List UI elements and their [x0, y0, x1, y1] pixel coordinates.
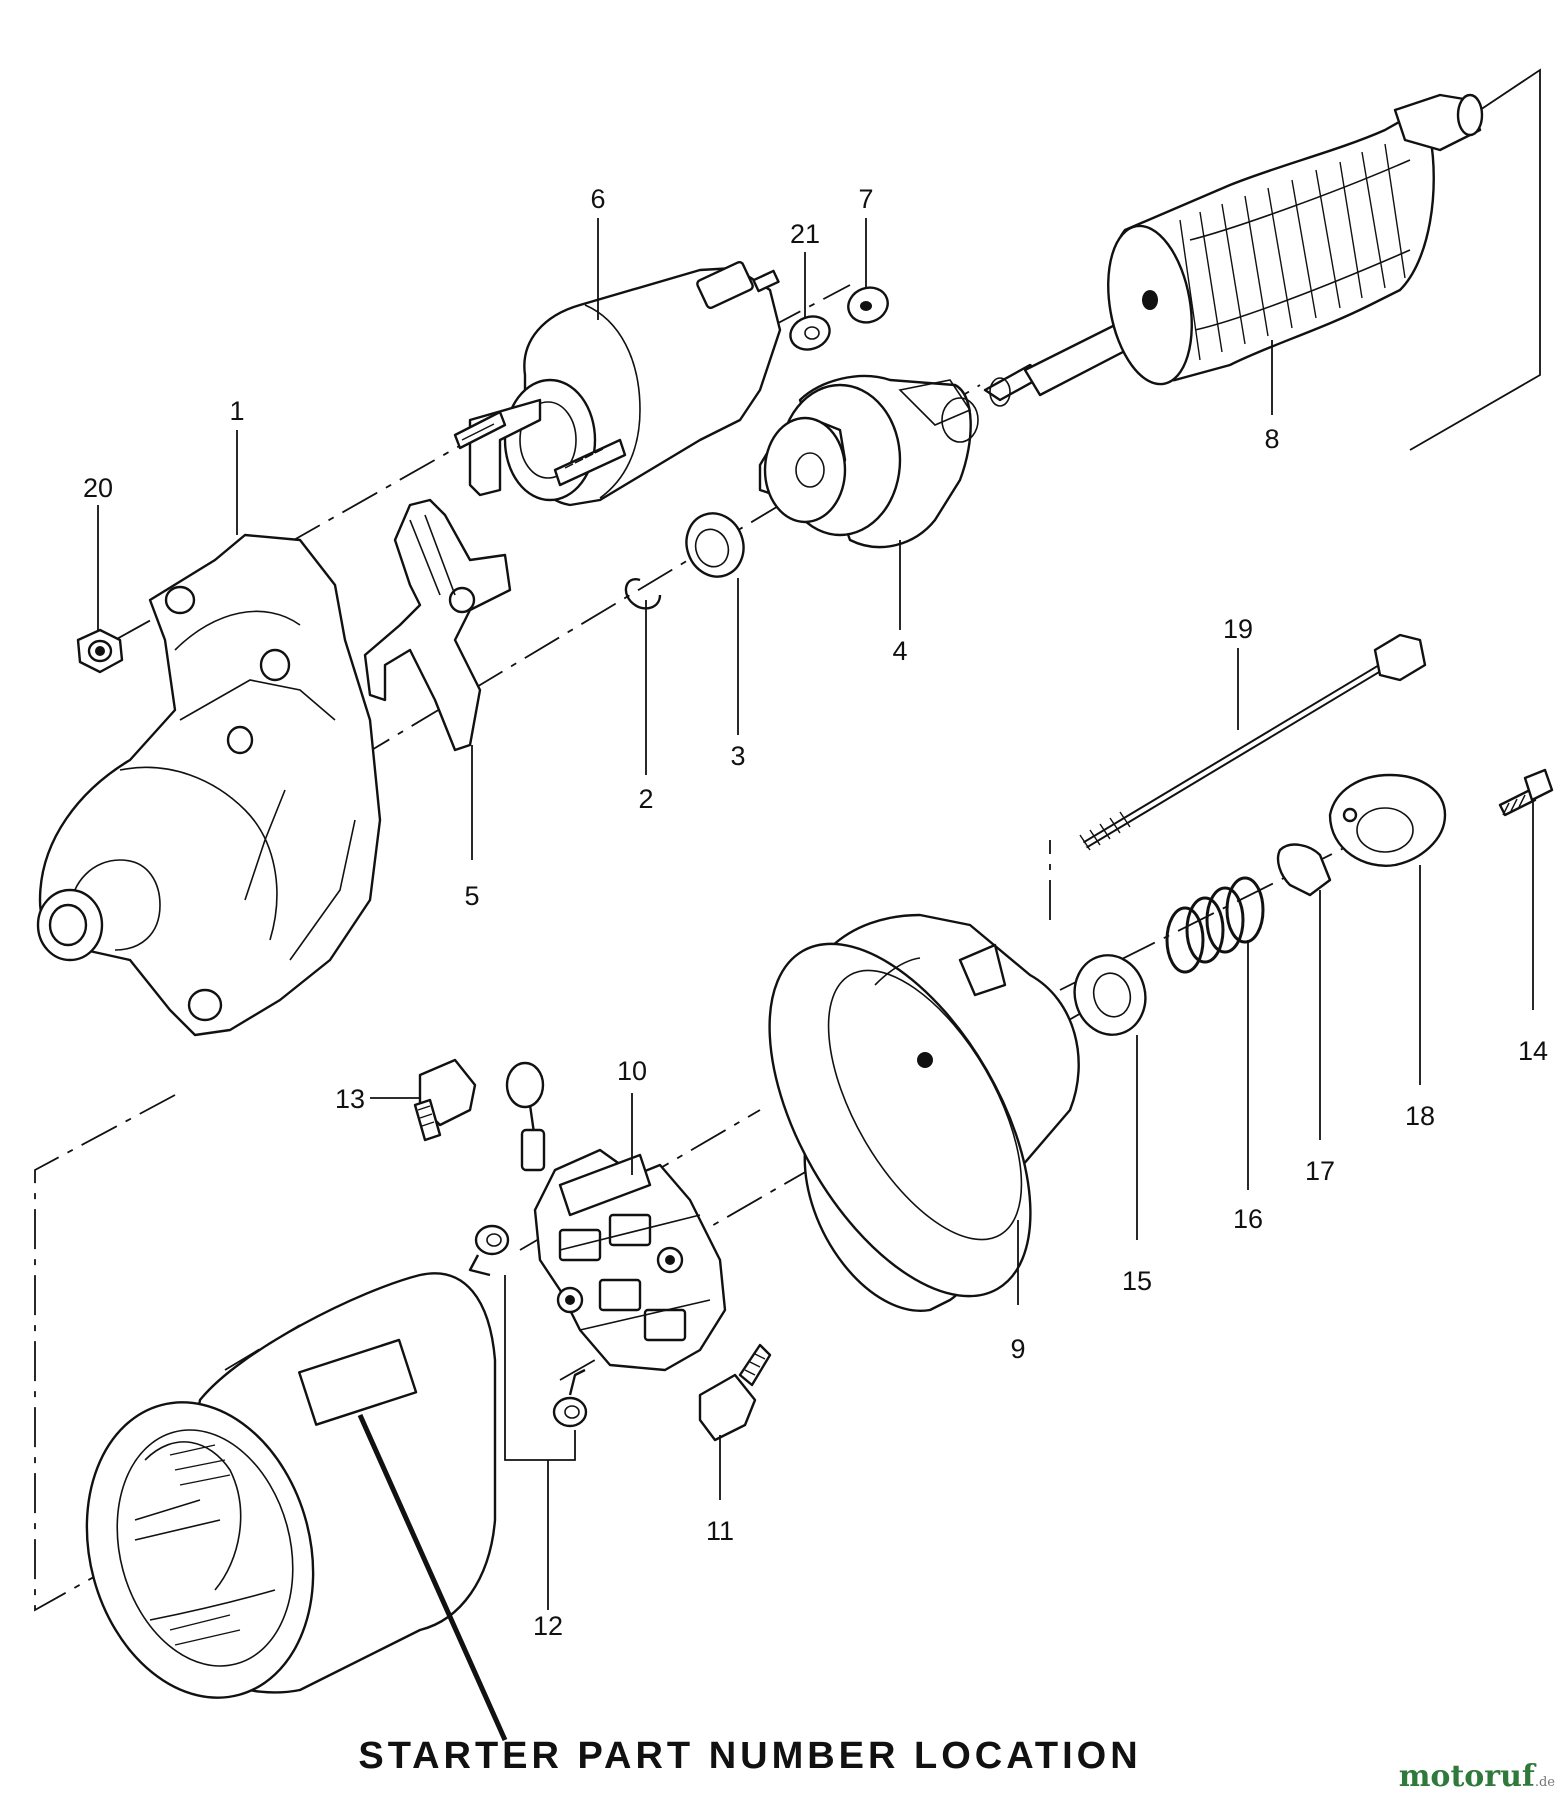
- callout-numbers: 1 20 6 21 7 8 4 3 2 5 19 14 18 17 16 15 …: [83, 184, 1548, 1641]
- callout-15: 15: [1122, 1266, 1152, 1296]
- shift-lever: [363, 498, 512, 752]
- cap-screw: [1498, 768, 1554, 817]
- callout-leaders: [97, 218, 1534, 1610]
- brush-spring-lower: [552, 1368, 588, 1428]
- armature: [983, 93, 1484, 407]
- drive-housing: [36, 533, 382, 1037]
- rear-frame: [768, 913, 1080, 1312]
- callout-1: 1: [229, 396, 244, 426]
- terminal-nut: [847, 286, 889, 324]
- callout-20: 20: [83, 473, 113, 503]
- solenoid-switch: [453, 260, 782, 507]
- snap-ring: [624, 578, 662, 610]
- terminal-washer: [789, 315, 831, 351]
- brush-upper: [413, 1058, 477, 1142]
- callout-14: 14: [1518, 1036, 1548, 1066]
- stop-collar: [685, 512, 745, 578]
- spring-group-bracket: [504, 1275, 576, 1461]
- callout-4: 4: [892, 636, 907, 666]
- flange-nut: [76, 628, 124, 674]
- callout-7: 7: [858, 184, 873, 214]
- watermark-tld: .de: [1534, 1775, 1555, 1790]
- lock-plate: [1276, 843, 1332, 897]
- callout-12: 12: [533, 1611, 563, 1641]
- callout-19: 19: [1223, 614, 1253, 644]
- callout-8: 8: [1264, 424, 1279, 454]
- callout-18: 18: [1405, 1101, 1435, 1131]
- part-number-leader: [357, 1413, 508, 1742]
- watermark-name: motoruf: [1398, 1759, 1535, 1794]
- callout-2: 2: [638, 784, 653, 814]
- callout-10: 10: [617, 1056, 647, 1086]
- callout-17: 17: [1305, 1156, 1335, 1186]
- through-bolt: [1079, 633, 1427, 851]
- callout-9: 9: [1010, 1334, 1025, 1364]
- callout-11: 11: [706, 1516, 734, 1546]
- callout-21: 21: [790, 219, 820, 249]
- diagram-caption: STARTER PART NUMBER LOCATION: [358, 1735, 1141, 1777]
- yoke-field-frame: [85, 1272, 497, 1699]
- callout-16: 16: [1233, 1204, 1263, 1234]
- callout-5: 5: [464, 881, 479, 911]
- brush-holder: [505, 1061, 727, 1372]
- brush-spring-upper: [468, 1224, 510, 1277]
- callout-6: 6: [590, 184, 605, 214]
- thrust-washer: [1073, 954, 1147, 1036]
- callout-3: 3: [730, 741, 745, 771]
- watermark: motoruf.de: [1399, 1759, 1555, 1794]
- end-cap: [1328, 773, 1447, 867]
- callout-13: 13: [335, 1084, 365, 1114]
- spring: [1165, 876, 1265, 974]
- brush-lower: [698, 1343, 772, 1442]
- pinion-clutch: [758, 374, 979, 549]
